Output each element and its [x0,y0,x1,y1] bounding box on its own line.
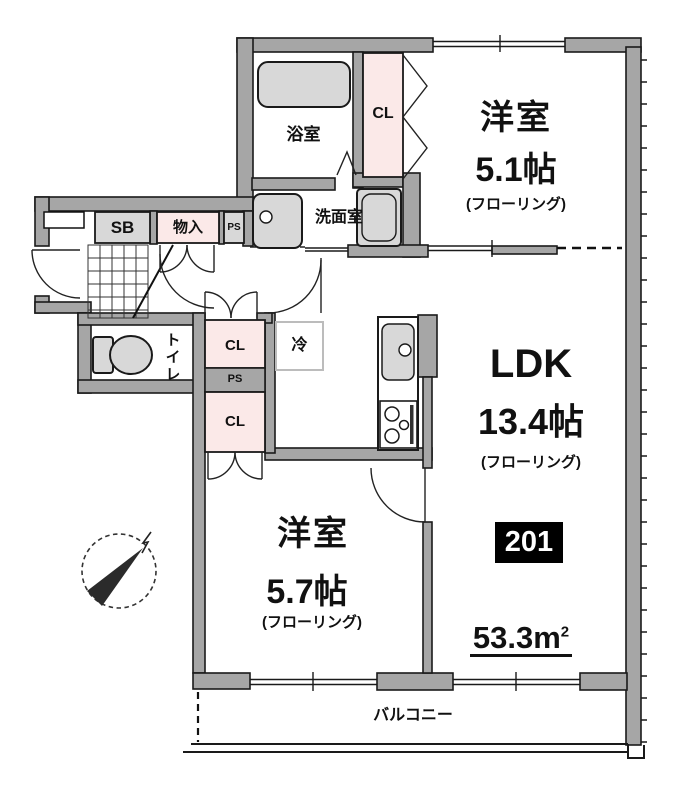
room1-name: 洋室 [480,99,552,137]
washroom-sink [252,193,303,249]
refrigerator-space-box [275,321,324,371]
toilet-fixture [92,335,153,375]
closet-2-doors [204,291,258,319]
meter-box [43,211,85,229]
stove [379,400,418,449]
closet-2-label: CL [225,336,245,354]
room1-size: 5.1帖 [475,151,557,189]
refrigerator-label: 冷 [291,337,308,354]
entrance-door [31,249,81,299]
shoe-box [94,211,151,244]
room2-floor-note: (フローリング) [262,613,362,631]
doors [31,54,428,523]
closet-3-doors [207,451,263,480]
genkan-grid [87,244,174,319]
closet-3-label: CL [225,412,245,430]
compass-circle [81,533,157,609]
ldk-door [267,258,322,314]
unit-area-superscript: 2 [560,623,570,641]
ldk-size: 13.4帖 [477,401,585,442]
monoire-doors [159,244,215,273]
toilet-label: トイレ [163,331,181,383]
closet-1-accordion-door [402,54,428,180]
shoe-box-label: SB [110,218,135,237]
kitchen-sink [381,323,415,381]
right-wall-ticks [641,59,647,743]
balcony-edge [183,743,645,759]
closet-1-label: CL [372,105,394,122]
closet-1-box [362,52,404,178]
pipe-space-1-box [223,211,245,244]
room1-floor-note: (フローリング) [466,195,566,213]
unit-area: 53.3m2 [462,620,580,658]
windows [250,35,580,691]
bathroom-label: 浴室 [286,124,321,144]
monoire-label: 物入 [172,219,203,236]
fixtures [92,61,419,451]
kitchen-faucet [398,343,412,357]
ldk-name: LDK [489,342,573,386]
closet-2-box [204,319,266,369]
unit-number-badge: 201 [495,522,563,563]
bathroom-door-fold [336,150,357,176]
compass [81,531,157,609]
monoire-box [156,211,220,244]
unit-number: 201 [504,526,554,558]
room2-door [370,467,426,523]
unit-area-value: 53.3m [472,619,561,655]
hall-door [159,253,215,309]
pipe-space-1-label: PS [227,221,241,233]
pipe-space-2-label: PS [227,372,243,385]
compass-needle [87,548,143,606]
closet-boxes [43,52,404,453]
compass-north-mark [141,531,152,554]
washroom-label: 洗面室 [314,209,363,226]
balcony-label: バルコニー [373,707,453,724]
walls [34,37,642,746]
kitchen-counter [377,316,419,451]
bathtub [257,61,351,108]
room2-name: 洋室 [277,515,349,553]
room2-size: 5.7帖 [266,573,348,611]
ldk-floor-note: (フローリング) [481,453,581,471]
washing-machine [356,188,402,247]
